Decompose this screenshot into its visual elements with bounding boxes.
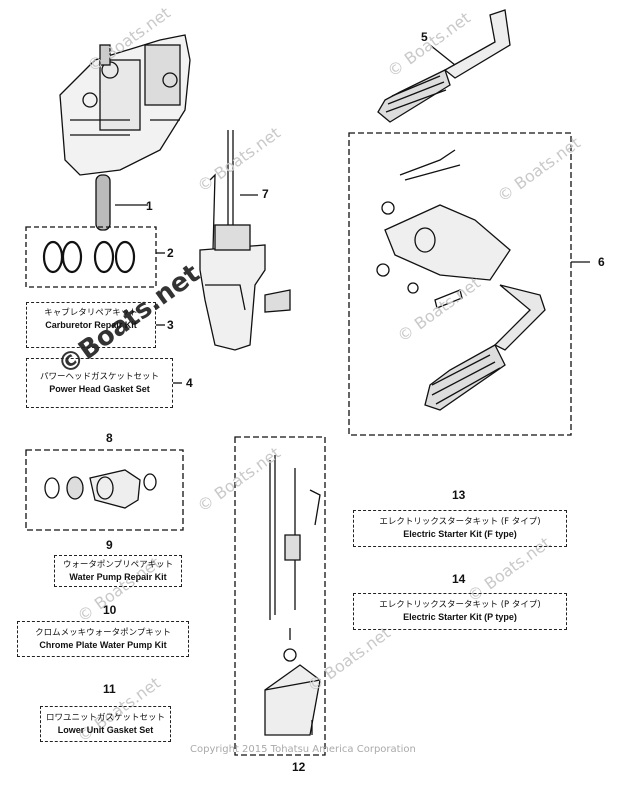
- callout-3: 3: [167, 318, 174, 332]
- kit-jp-label: エレクトリックスタータキット (F タイプ): [379, 517, 541, 527]
- callout-10: 10: [103, 603, 117, 617]
- kit-en-label: Power Head Gasket Set: [49, 384, 150, 394]
- callout-12: 12: [292, 760, 306, 774]
- callout-2: 2: [167, 246, 174, 260]
- callout-7: 7: [262, 187, 269, 201]
- tiller-kit-illustration: [376, 149, 546, 411]
- kit-carburetor-repair: キャブレタリペアキット Carburetor Repair Kit: [26, 302, 156, 348]
- water-pump-illustration: [44, 469, 157, 509]
- copyright-text: Copyright 2015 Tohatsu America Corporati…: [190, 744, 416, 755]
- kit-jp-label: ロワユニットガスケットセット: [45, 713, 165, 723]
- kit-en-label: Lower Unit Gasket Set: [57, 725, 154, 735]
- kit-en-label: Chrome Plate Water Pump Kit: [39, 640, 167, 650]
- kit-jp-label: クロムメッキウォータポンプキット: [35, 628, 171, 638]
- starter-parts-illustration: [264, 455, 321, 736]
- tiller-handle-illustration: [377, 9, 511, 123]
- callout-6: 6: [598, 255, 605, 269]
- callout-11: 11: [103, 682, 116, 696]
- kit-jp-label: キャブレタリペアキット: [44, 308, 138, 318]
- callout-1: 1: [146, 199, 153, 213]
- kit-jp-label: ウォータポンプリペアキット: [62, 560, 174, 570]
- callout-13: 13: [452, 488, 466, 502]
- lower-unit-illustration: [199, 130, 291, 351]
- callout-8: 8: [106, 431, 113, 445]
- kit-chrome-water-pump: クロムメッキウォータポンプキット Chrome Plate Water Pump…: [17, 621, 189, 657]
- kit-en-label: Electric Starter Kit (F type): [403, 529, 517, 539]
- kit-water-pump-repair: ウォータポンプリペアキット Water Pump Repair Kit: [54, 555, 182, 587]
- callout-14: 14: [452, 572, 466, 586]
- kit-en-label: Water Pump Repair Kit: [69, 572, 167, 582]
- kit-jp-label: パワーヘッドガスケットセット: [39, 372, 159, 382]
- kit-en-label: Carburetor Repair Kit: [45, 320, 137, 330]
- kit-lower-unit-gasket: ロワユニットガスケットセット Lower Unit Gasket Set: [40, 706, 171, 742]
- kit-jp-label: エレクトリックスタータキット (P タイプ): [379, 600, 541, 610]
- callout-9: 9: [106, 538, 113, 552]
- kit-power-head-gasket: パワーヘッドガスケットセット Power Head Gasket Set: [26, 358, 173, 408]
- callout-5: 5: [421, 30, 428, 44]
- power-head-illustration: [59, 34, 191, 231]
- callout-4: 4: [186, 376, 193, 390]
- kit-electric-starter-p: エレクトリックスタータキット (P タイプ) Electric Starter …: [353, 593, 567, 630]
- kit-electric-starter-f: エレクトリックスタータキット (F タイプ) Electric Starter …: [353, 510, 567, 547]
- kit-en-label: Electric Starter Kit (P type): [403, 612, 517, 622]
- o-ring-set: [42, 240, 136, 274]
